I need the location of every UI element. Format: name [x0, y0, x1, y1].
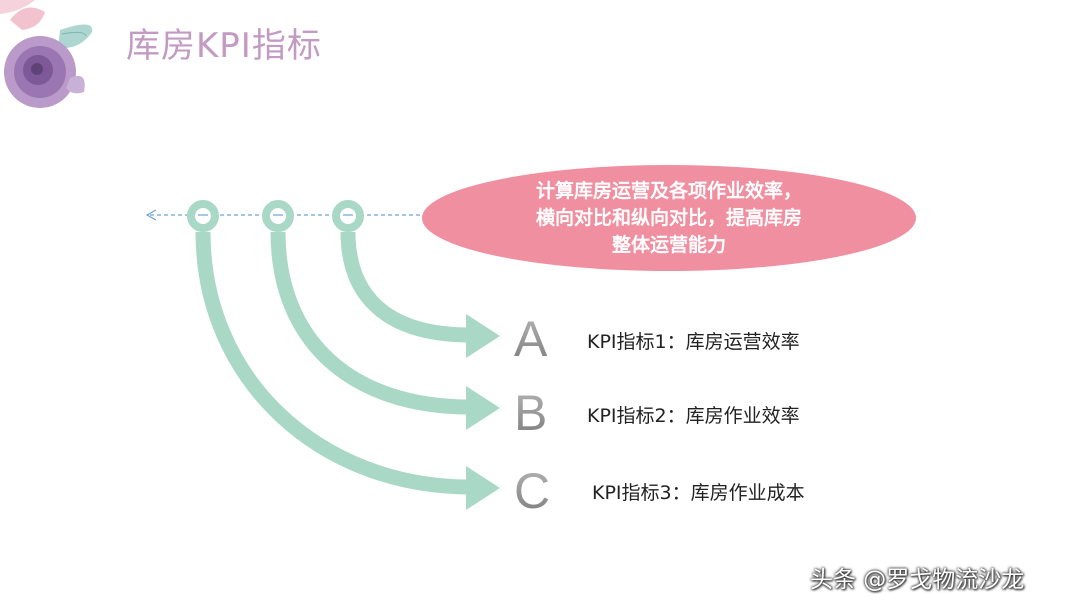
timeline-arrow-icon — [145, 209, 157, 221]
letter-c: C — [514, 463, 551, 519]
flower-decoration — [0, 0, 93, 108]
kpi-item-2: KPI指标2：库房作业效率 — [587, 405, 800, 427]
node-ring-c — [187, 200, 219, 232]
kpi-item-3: KPI指标3：库房作业成本 — [592, 482, 805, 504]
watermark: 头条 @罗戈物流沙龙 — [810, 567, 1025, 593]
letter-a: A — [514, 311, 548, 367]
page-title: 库房KPI指标 — [126, 26, 322, 66]
kpi-item-1: KPI指标1：库房运营效率 — [587, 331, 800, 353]
arrow-b-curve — [270, 231, 471, 415]
summary-text: 计算库房运营及各项作业效率， 横向对比和纵向对比，提高库房 整体运营能力 — [535, 179, 802, 256]
arrow-b-head — [466, 386, 500, 430]
letter-b: B — [514, 385, 548, 441]
arrow-a-head — [466, 314, 500, 358]
arrow-c-head — [466, 466, 500, 510]
node-ring-a — [332, 200, 364, 232]
node-ring-b — [262, 200, 294, 232]
arrow-a-curve — [340, 231, 471, 343]
summary-ellipse: 计算库房运营及各项作业效率， 横向对比和纵向对比，提高库房 整体运营能力 — [422, 165, 916, 271]
arrow-c-curve — [195, 231, 471, 495]
